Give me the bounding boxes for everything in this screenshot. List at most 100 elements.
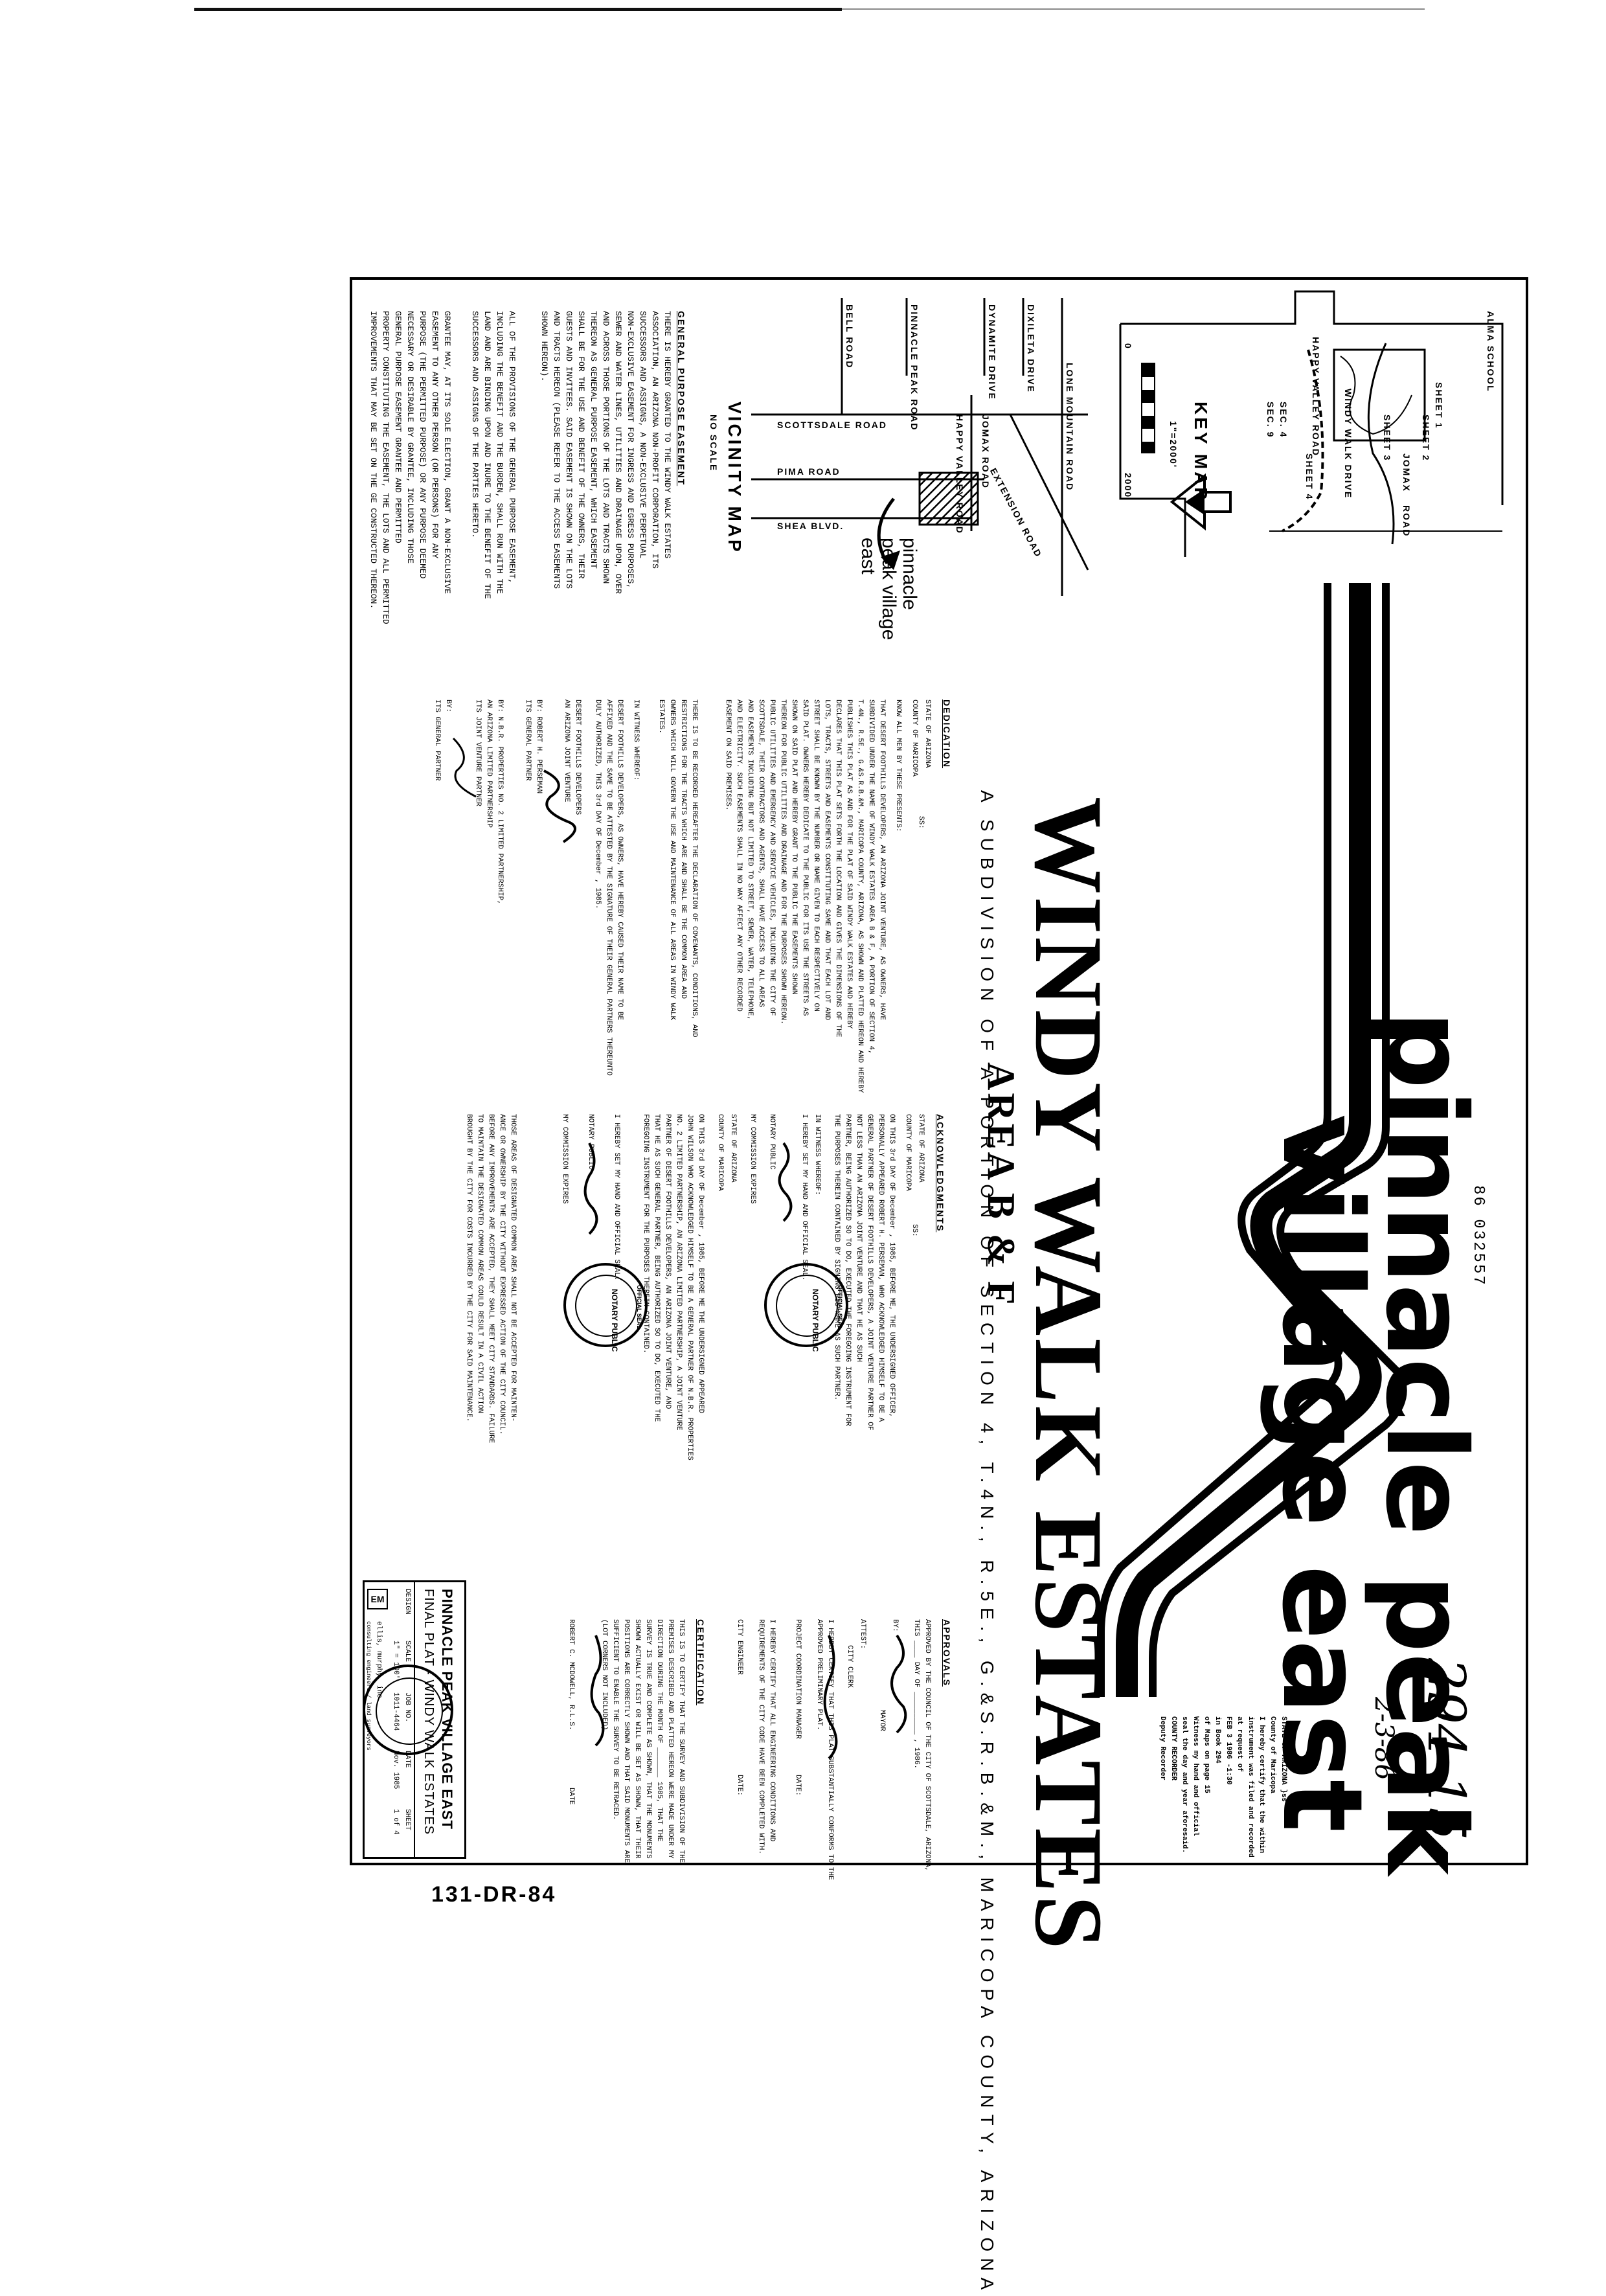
signature-perseman xyxy=(543,769,576,843)
vicinity-map-scale: NO SCALE xyxy=(708,415,719,472)
vicinity-road-happy-valley: HAPPY VALLEY ROAD xyxy=(955,415,965,534)
surveyor-seal xyxy=(363,1665,453,1755)
ack-common-areas: THOSE AREAS OF DESIGNATED COMMON AREA SH… xyxy=(465,1114,517,1444)
gpe-body-3: GRANTEE MAY, AT ITS SOLE ELECTION, GRANT… xyxy=(368,311,452,624)
handwritten-reference: 294-15 xyxy=(1416,1658,1476,1841)
signature-planning xyxy=(823,1635,838,1760)
swoosh-outer-line xyxy=(1149,583,1407,1697)
vicinity-map-label: VICINITY MAP xyxy=(725,402,745,554)
notary-stamp-2-ring: OFFICIAL SEAL xyxy=(636,1285,642,1329)
certification-date: DATE xyxy=(567,1788,575,1805)
signature-notary-1 xyxy=(778,1142,793,1222)
windy-walk-drive-line xyxy=(1282,349,1324,532)
ack-commission-2: MY COMMISSION EXPIRES xyxy=(561,1114,569,1204)
vicinity-road-jomax: JOMAX ROAD xyxy=(980,415,991,489)
key-map-sec-9: SEC. 9 xyxy=(1265,402,1276,438)
signature-partner xyxy=(452,737,477,798)
vicinity-map-drawing xyxy=(751,298,1089,596)
key-map-road-alma: ALMA SCHOOL xyxy=(1486,311,1496,392)
vicinity-road-dixileta: DIXILETA DRIVE xyxy=(1026,304,1036,393)
vicinity-road-dynamite: DYNAMITE DRIVE xyxy=(987,304,997,400)
brand-swoosh-graphic xyxy=(1097,583,1407,1697)
key-map-sheet-2: SHEET 2 xyxy=(1421,415,1431,462)
ack-heading: ACKNOWLEDGMENTS xyxy=(935,1114,945,1233)
ack-ss: SS: xyxy=(910,1224,918,1237)
lot-contour xyxy=(1340,356,1412,435)
title-block-label-scale: SCALE xyxy=(403,1641,411,1663)
ack-county: COUNTY OF MARICOPA xyxy=(904,1114,912,1191)
swoosh-inner-line xyxy=(1097,583,1342,1697)
key-map-scale-bar xyxy=(1141,363,1155,453)
signature-notary-2 xyxy=(583,1142,598,1235)
gpe-body-2: ALL OF THE PROVISIONS OF THE GENERAL PUR… xyxy=(470,311,517,599)
ack-state-2: STATE OF ARIZONA xyxy=(729,1114,737,1183)
signature-mayor xyxy=(890,1634,907,1734)
site-location-hatched xyxy=(918,472,979,526)
ack-county-2: COUNTY OF MARICOPA xyxy=(716,1114,724,1191)
approvals-body: APPROVED BY THE COUNCIL OF THE CITY OF S… xyxy=(912,1619,931,1872)
handwritten-date: 2-3-86 xyxy=(1369,1697,1399,1780)
key-map-sheet-4: SHEET 4 xyxy=(1304,453,1315,501)
ack-witness: IN WITNESS WHEREOF: xyxy=(813,1114,821,1196)
title-block-label-sheet: SHEET xyxy=(403,1809,411,1831)
swoosh-bold-line xyxy=(1116,583,1382,1697)
extension-road-line xyxy=(1009,414,1089,571)
key-map-scale-end: 2000 xyxy=(1123,473,1133,499)
key-map-sec-4: SEC. 4 xyxy=(1278,402,1289,438)
dedication-state: STATE OF ARIZONA xyxy=(923,699,931,768)
approvals-attest: ATTEST: xyxy=(859,1619,866,1650)
certification-body: THIS IS TO CERTIFY THAT THE SURVEY AND S… xyxy=(600,1619,685,1863)
ack-witness-2: I HEREBY SET MY HAND AND OFFICIAL SEAL. xyxy=(613,1114,620,1281)
dedication-witness-body: DESERT FOOTHILLS DEVELOPERS, AS OWNERS, … xyxy=(594,699,624,1076)
dedication-ss: SS: xyxy=(917,816,925,829)
key-map-boundary-top xyxy=(1120,290,1504,505)
sheet-area-box xyxy=(1333,348,1426,442)
vicinity-road-pima: PIMA ROAD xyxy=(777,466,841,477)
approvals-heading: APPROVALS xyxy=(942,1619,952,1687)
dedication-body: THAT DESERT FOOTHILLS DEVELOPERS, AN ARI… xyxy=(724,699,886,1093)
notary-stamp-1-text: NOTARY PUBLIC xyxy=(811,1289,820,1352)
plat-subtitle: A SUBDIVISION OF A PORTION OF SECTION 4,… xyxy=(977,790,997,2296)
key-map-road-happy-valley: HAPPY VALLEY ROAD xyxy=(1311,337,1321,457)
title-block-label-design: DESIGN xyxy=(403,1589,411,1615)
scan-edge-line-thin xyxy=(842,8,1425,10)
ack-witness-body: I HEREBY SET MY HAND AND OFFICIAL SEAL. xyxy=(800,1114,808,1281)
ack-body-2: ON THIS 3rd DAY OF December , 1985, BEFO… xyxy=(642,1114,705,1461)
dedication-heading: DEDICATION xyxy=(942,699,952,769)
notary-stamp-1: NOTARY PUBLIC OFFICIAL SEAL xyxy=(764,1263,848,1352)
dedication-body-2: THERE IS TO BE RECORDED HEREAFTER THE DE… xyxy=(657,699,698,1038)
drawing-number: 131-DR-84 xyxy=(431,1882,557,1907)
north-arrow-icon xyxy=(1170,473,1232,531)
dedication-witness: IN WITNESS WHEREOF: xyxy=(632,699,640,781)
scan-edge-line xyxy=(194,8,842,11)
certification-heading: CERTIFICATION xyxy=(696,1619,706,1706)
key-map-scale: 1"=2000' xyxy=(1168,421,1179,469)
dedication-intro: KNOW ALL MEN BY THESE PRESENTS: xyxy=(894,699,902,832)
gpe-heading: GENERAL PURPOSE EASEMENT xyxy=(676,311,686,486)
vicinity-road-scottsdale: SCOTTSDALE ROAD xyxy=(777,420,887,430)
ack-body: ON THIS 3rd DAY OF December , 1985, BEFO… xyxy=(833,1114,896,1431)
ack-state: STATE OF ARIZONA xyxy=(917,1114,925,1183)
approvals-planning: PROJECT COORDINATION MANAGER xyxy=(794,1619,802,1739)
vicinity-road-bell: BELL ROAD xyxy=(844,304,855,369)
key-map-sheet-1: SHEET 1 xyxy=(1434,382,1444,429)
signature-surveyor xyxy=(590,1635,605,1747)
title-block-value-date: Nov. 1985 xyxy=(392,1751,400,1790)
plat-title: WINDY WALK ESTATES xyxy=(1015,797,1122,1952)
key-map-road-windy-walk: WINDY WALK DRIVE xyxy=(1343,389,1353,499)
dedication-county: COUNTY OF MARICOPA xyxy=(910,699,918,777)
vicinity-road-shea: SHEA BLVD. xyxy=(777,521,844,531)
certification-surveyor: ROBERT C. MCDOWELL, R.L.S. xyxy=(567,1619,575,1731)
approvals-engineer: CITY ENGINEER xyxy=(736,1619,743,1675)
vicinity-road-pinnacle-peak: PINNACLE PEAK ROAD xyxy=(909,304,920,431)
notary-stamp-2-text: NOTARY PUBLIC xyxy=(610,1289,619,1352)
key-map-drawing xyxy=(1119,290,1504,557)
vicinity-callout-text: pinnacle peak village east xyxy=(857,538,920,641)
happy-valley-road-line xyxy=(1367,343,1395,545)
vicinity-road-lone-mountain: LONE MOUNTAIN ROAD xyxy=(1065,363,1075,492)
approvals-clerk: CITY CLERK xyxy=(846,1645,854,1688)
key-map-road-road: ROAD xyxy=(1401,505,1412,538)
approvals-date: DATE: xyxy=(794,1775,802,1797)
plat-frame xyxy=(350,277,1528,1865)
key-map-sheet-3: SHEET 3 xyxy=(1382,415,1392,462)
